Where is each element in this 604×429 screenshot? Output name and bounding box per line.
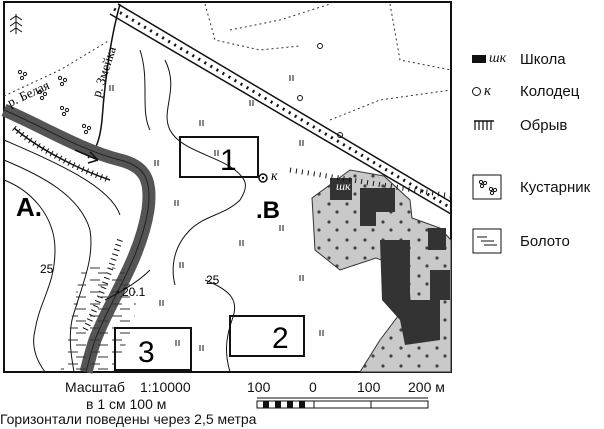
contour-line — [3, 139, 121, 216]
well-icon: к — [472, 76, 514, 106]
swamp-icon — [472, 226, 514, 256]
elevation-point — [116, 290, 120, 294]
footpath — [389, 3, 452, 71]
contour-interval-note: Горизонтали поведены через 2,5 метра — [0, 411, 257, 427]
elevation-mark-label: 20.1 — [122, 285, 146, 299]
box-1 — [179, 136, 259, 178]
box-2 — [229, 315, 305, 357]
legend-label: Колодец — [520, 82, 580, 100]
legend-item-shrub: Кустарник — [472, 172, 590, 202]
coniferous-tree-icon — [9, 14, 23, 34]
school-map-label: шк — [336, 179, 351, 193]
contour-line — [164, 59, 246, 286]
legend-item-swamp: Болото — [472, 226, 570, 256]
box-3-label: 3 — [138, 336, 155, 369]
cliff-icon — [472, 110, 514, 140]
building — [360, 188, 395, 226]
footpath — [204, 3, 301, 51]
footpath — [229, 3, 331, 31]
cliff-hatching — [12, 125, 111, 183]
building — [430, 270, 450, 300]
contour-label: 25 — [40, 262, 54, 276]
scale-per-cm: в 1 см 100 м — [86, 396, 167, 412]
school-building — [330, 178, 352, 200]
scale-tick-label: 0 — [309, 379, 317, 395]
scale-tick-label: 100 — [357, 379, 381, 395]
deciduous-tree-marks — [297, 43, 343, 138]
scale-title: Масштаб — [65, 379, 125, 395]
flow-arrow-icon — [74, 149, 99, 164]
legend-label: Кустарник — [520, 178, 591, 196]
shrub-symbols — [17, 69, 92, 135]
contour-line — [3, 179, 56, 373]
well-map-label: к — [271, 169, 278, 184]
footpath — [329, 89, 452, 121]
contour-line — [204, 279, 236, 373]
building — [380, 240, 440, 345]
legend-item-cliff: Обрыв — [472, 110, 567, 140]
legend-label: Обрыв — [520, 116, 568, 134]
legend-label: Болото — [520, 232, 570, 250]
school-icon: шк — [472, 44, 514, 74]
building — [428, 228, 446, 250]
legend-item-school: шк Школа — [472, 44, 566, 74]
box-2-label: 2 — [272, 322, 289, 355]
contour-label: 25 — [206, 273, 220, 287]
railway — [109, 3, 452, 215]
scale-tick-label: 200 м — [408, 379, 445, 395]
legend-item-well: к Колодец — [472, 76, 579, 106]
box-1-label: 1 — [220, 144, 237, 177]
meadow-marks — [109, 75, 324, 351]
point-b-label: .В — [256, 197, 280, 224]
scale-ratio: 1:10000 — [140, 379, 191, 395]
legend-label: Школа — [520, 50, 566, 68]
shrub-icon — [472, 172, 514, 202]
scale-bar — [256, 397, 429, 409]
box-3 — [114, 327, 192, 371]
contour-line — [139, 49, 151, 131]
scale-tick-label: 100 — [247, 379, 271, 395]
point-a-label: А. — [16, 192, 42, 222]
footpath — [3, 39, 111, 97]
